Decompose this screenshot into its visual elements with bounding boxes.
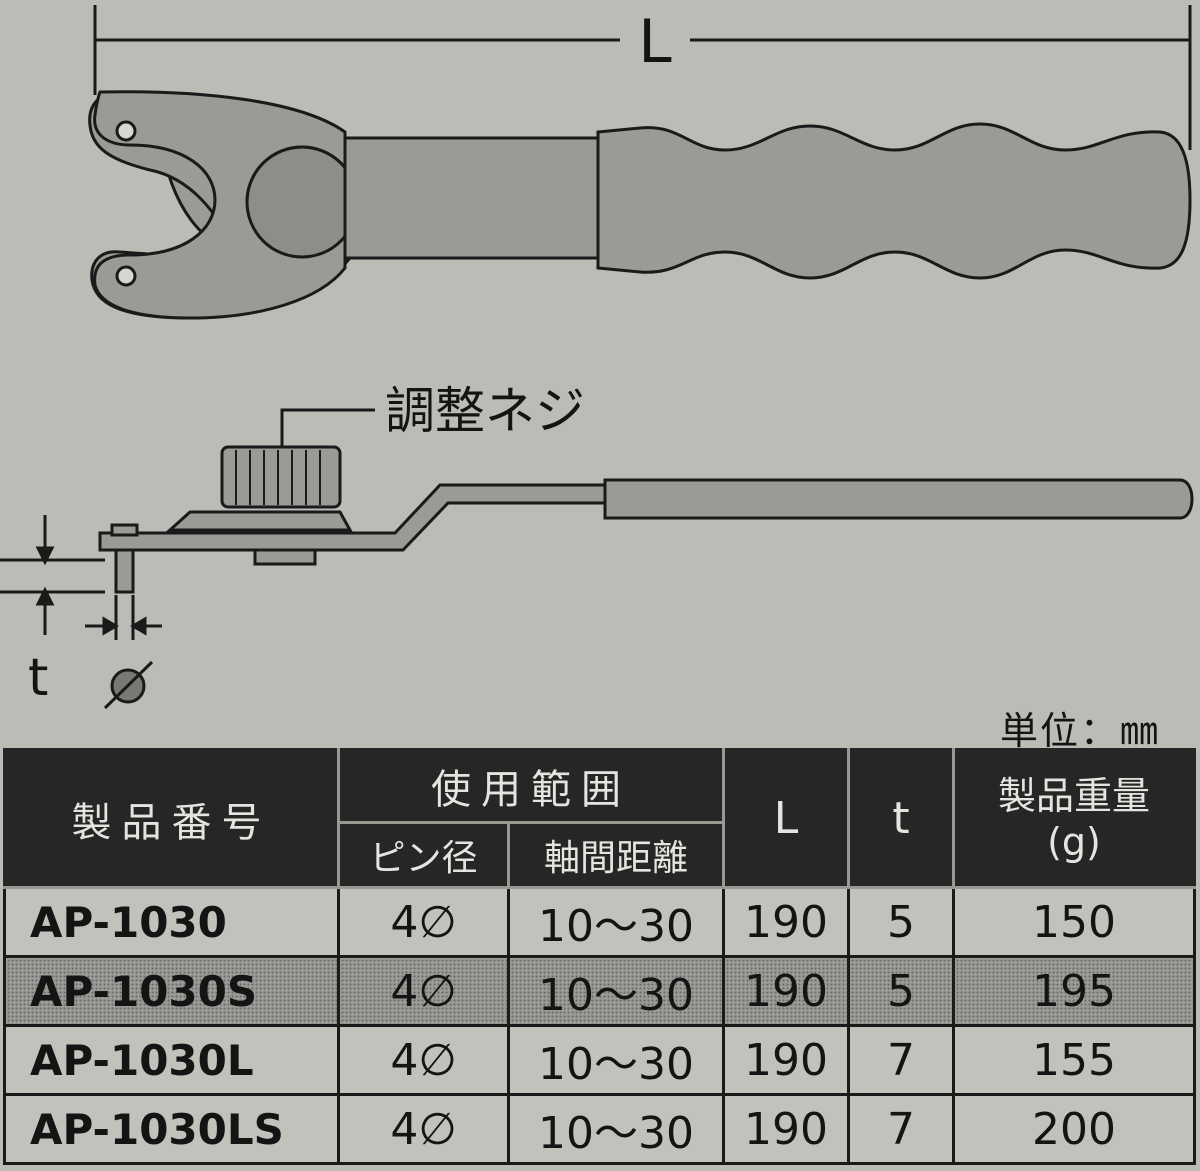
dimension-t-label: t (28, 648, 48, 708)
product-drawing: L 調整ネジ (0, 5, 1194, 710)
cell-t: 7 (847, 1024, 955, 1096)
wrench-top-view (88, 90, 1192, 320)
cell-pin: 4∅ (337, 1093, 510, 1165)
header-weight-line1: 製品重量 (997, 773, 1150, 818)
cell-t: 7 (847, 1093, 955, 1165)
cell-model: AP-1030S (3, 955, 340, 1027)
cell-range: 10〜30 (507, 1024, 725, 1096)
wrench-side-view (98, 445, 1194, 594)
cell-L: 190 (722, 1093, 850, 1165)
dimension-pin-diameter (85, 595, 162, 640)
table-row: AP-1030LS 4∅ 10〜30 190 7 200 (3, 1093, 1196, 1165)
header-range: 使用範囲 (337, 748, 725, 824)
cell-weight: 155 (952, 1024, 1196, 1096)
table-row: AP-1030L 4∅ 10〜30 190 7 155 (3, 1024, 1196, 1096)
diameter-symbol-icon (103, 660, 154, 710)
table-row: AP-1030S 4∅ 10〜30 190 5 195 (3, 955, 1196, 1027)
cell-weight: 195 (952, 955, 1196, 1027)
header-model: 製品番号 (3, 748, 340, 889)
cell-model: AP-1030L (3, 1024, 340, 1096)
cell-pin: 4∅ (337, 955, 510, 1027)
dimension-L (93, 5, 1192, 150)
cell-pin: 4∅ (337, 1024, 510, 1096)
cell-range: 10〜30 (507, 886, 725, 958)
cell-L: 190 (722, 1024, 850, 1096)
cell-range: 10〜30 (507, 955, 725, 1027)
cell-pin: 4∅ (337, 886, 510, 958)
cell-model: AP-1030 (3, 886, 340, 958)
table-row: AP-1030 4∅ 10〜30 190 5 150 (3, 886, 1196, 958)
cell-L: 190 (722, 886, 850, 958)
spec-table: 製品番号 使用範囲 L t 製品重量 (g) ピン径 軸間距離 AP-1030 … (3, 748, 1196, 1165)
header-pin-diameter: ピン径 (337, 821, 510, 889)
dimension-t (0, 515, 105, 635)
cell-weight: 200 (952, 1093, 1196, 1165)
cell-t: 5 (847, 886, 955, 958)
cell-model: AP-1030LS (3, 1093, 340, 1165)
header-weight: 製品重量 (g) (952, 748, 1196, 889)
cell-L: 190 (722, 955, 850, 1027)
cell-t: 5 (847, 955, 955, 1027)
header-L: L (722, 748, 850, 889)
unit-label: 単位：㎜ (1000, 709, 1161, 753)
cell-range: 10〜30 (507, 1093, 725, 1165)
callout-adjust-screw (280, 408, 375, 450)
header-weight-line2: (g) (1047, 819, 1101, 864)
dimension-L-label: L (638, 7, 672, 77)
header-axis-distance: 軸間距離 (507, 821, 725, 889)
cell-weight: 150 (952, 886, 1196, 958)
adjust-screw-label: 調整ネジ (385, 382, 585, 440)
header-t: t (847, 748, 955, 889)
